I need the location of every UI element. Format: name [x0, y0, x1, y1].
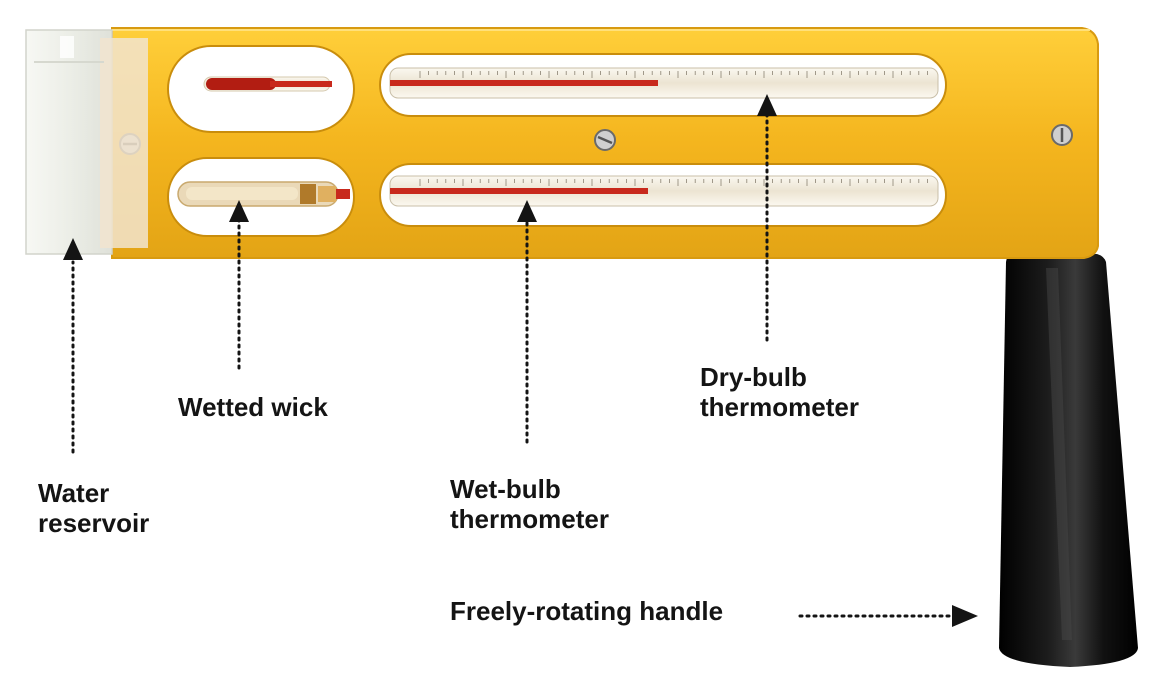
wick-tie	[300, 184, 316, 204]
label-water-reservoir: Water reservoir	[38, 478, 150, 538]
arrowhead-icon	[229, 200, 249, 222]
handle-shine	[1046, 268, 1072, 640]
label-wetted-wick: Wetted wick	[178, 392, 328, 422]
label-dry-bulb-thermometer: Dry-bulb thermometer	[700, 362, 859, 422]
wet-bulb-mercury-column	[390, 188, 648, 194]
reservoir-body	[25, 29, 113, 255]
dry-bulb-bulb	[206, 78, 276, 90]
screw-icon	[594, 129, 616, 151]
arrowhead-icon	[757, 94, 777, 116]
arrowhead-icon	[517, 200, 537, 222]
arrowhead-icon	[952, 605, 978, 627]
wet-bulb-thermometer	[177, 175, 939, 207]
label-wet-bulb-thermometer: Wet-bulb thermometer	[450, 474, 609, 534]
handle-grip	[999, 254, 1138, 667]
label-freely-rotating-handle: Freely-rotating handle	[450, 596, 724, 626]
dry-bulb-scale	[419, 71, 928, 78]
wet-bulb-scale	[419, 179, 928, 186]
dry-bulb-mercury-column	[390, 80, 658, 86]
rotating-handle	[999, 244, 1138, 667]
arrowhead-icon	[63, 238, 83, 260]
dry-bulb-thermometer	[203, 67, 939, 99]
water-reservoir	[25, 29, 148, 255]
screw-icon	[1051, 124, 1073, 146]
